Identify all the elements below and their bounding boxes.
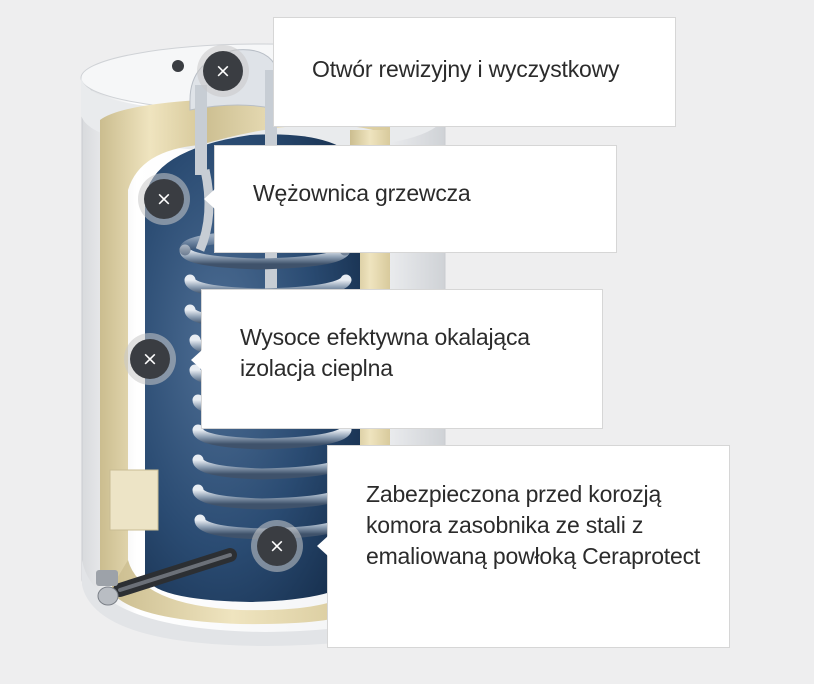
close-icon[interactable]: × <box>130 339 170 379</box>
close-icon[interactable]: × <box>257 526 297 566</box>
callout-pointer <box>204 189 215 209</box>
close-icon[interactable]: × <box>203 51 243 91</box>
close-icon[interactable]: × <box>144 179 184 219</box>
callout-enamel-tank: Zabezpieczona przed korozją komora zasob… <box>317 445 730 648</box>
hotspot-thermal-insulation-button[interactable]: × <box>124 333 176 385</box>
hotspot-inspection-opening-button[interactable]: × <box>197 45 249 97</box>
callout-label: Zabezpieczona przed korozją komora zasob… <box>366 481 701 569</box>
callout-label: Wysoce efektywna okalająca izolacja ciep… <box>240 324 530 381</box>
hotspot-heating-coil-button[interactable]: × <box>138 173 190 225</box>
callout-pointer <box>317 536 328 556</box>
hotspot-enamel-tank-button[interactable]: × <box>251 520 303 572</box>
callout-heating-coil: Wężownica grzewcza <box>204 145 617 253</box>
callout-inspection-opening: Otwór rewizyjny i wyczystkowy <box>273 17 676 127</box>
callout-label: Otwór rewizyjny i wyczystkowy <box>312 56 620 82</box>
callout-label: Wężownica grzewcza <box>253 180 471 206</box>
callout-pointer <box>191 350 202 370</box>
callout-thermal-insulation: Wysoce efektywna okalająca izolacja ciep… <box>191 289 603 429</box>
